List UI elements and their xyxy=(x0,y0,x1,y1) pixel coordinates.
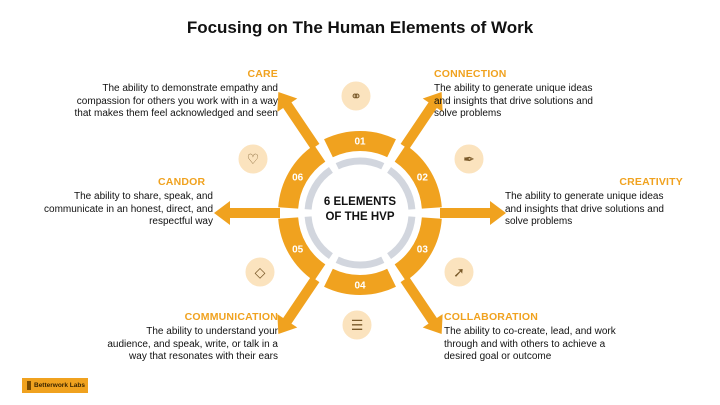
svg-text:⚭: ⚭ xyxy=(350,89,362,105)
center-label-line1: 6 ELEMENTS xyxy=(324,196,397,208)
handshake-icon: ⚭ xyxy=(341,81,371,111)
page-title: Focusing on The Human Elements of Work xyxy=(186,18,534,37)
segment-number: 03 xyxy=(417,245,429,256)
logo-text: Betterwork Labs xyxy=(34,382,85,389)
svg-text:✒: ✒ xyxy=(463,152,475,168)
wheel-segment xyxy=(394,145,442,209)
segment-number: 05 xyxy=(292,245,304,256)
arrow-shape xyxy=(400,276,443,335)
segment-number: 06 xyxy=(292,173,304,184)
desc-line: The ability to generate unique ideas xyxy=(434,83,593,94)
inner-ring-arc xyxy=(386,166,416,210)
desc-line: The ability to understand your xyxy=(146,326,278,337)
desc-line: through and with others to achieve a xyxy=(444,338,606,350)
heading-communication: COMMUNICATION xyxy=(184,311,278,323)
arrow-shape xyxy=(440,201,506,225)
arrow-shape xyxy=(214,201,280,225)
logo-mark-icon xyxy=(27,381,31,390)
wheel-segment xyxy=(278,145,326,209)
heading-creativity: CREATIVITY xyxy=(619,176,683,188)
inner-ring-arc xyxy=(335,157,385,170)
center-label-line2: OF THE HVP xyxy=(325,211,394,223)
hearts-icon: ♡ xyxy=(238,144,268,174)
arrow-shape xyxy=(277,91,320,150)
chat-bubble-icon: ☰ xyxy=(342,310,372,340)
svg-text:➚: ➚ xyxy=(453,265,465,281)
segment-number: 02 xyxy=(417,173,429,184)
svg-text:◇: ◇ xyxy=(255,265,266,281)
segment-number: 01 xyxy=(354,137,366,148)
desc-line: audience, and speak, write, or talk in a xyxy=(107,338,278,350)
pen-nib-icon: ✒ xyxy=(454,144,484,174)
desc-communication: The ability to understand your audience,… xyxy=(70,326,278,364)
desc-line: The ability to generate unique ideas xyxy=(505,191,664,202)
rocket-icon: ➚ xyxy=(444,257,474,287)
desc-line: way that resonates with their ears xyxy=(129,351,278,362)
inner-ring-arc xyxy=(304,216,334,260)
heading-candor: CANDOR xyxy=(158,176,206,188)
desc-line: that makes them feel acknowledged and se… xyxy=(74,108,278,119)
desc-line: desired goal or outcome xyxy=(444,351,552,362)
inner-ring-arc xyxy=(304,166,334,210)
wheel-segment xyxy=(324,268,396,295)
desc-line: The ability to share, speak, and xyxy=(74,191,213,202)
wheel-segment xyxy=(278,217,326,281)
svg-text:☰: ☰ xyxy=(351,318,364,334)
wheel-segment xyxy=(324,131,396,158)
arrow-shape xyxy=(277,276,320,335)
heading-care: CARE xyxy=(247,68,278,80)
desc-line: solve problems xyxy=(434,108,502,119)
desc-candor: The ability to share, speak, and communi… xyxy=(20,191,213,229)
wheel-segment xyxy=(394,217,442,281)
diamond-icon: ◇ xyxy=(245,257,275,287)
segment-number: 04 xyxy=(354,281,366,292)
desc-line: compassion for others you work with in a… xyxy=(76,95,278,107)
desc-line: The ability to co-create, lead, and work xyxy=(444,326,616,337)
company-logo: Betterwork Labs xyxy=(22,378,88,393)
desc-connection: The ability to generate unique ideas and… xyxy=(434,83,593,121)
arrow-shape xyxy=(400,91,443,150)
desc-creativity: The ability to generate unique ideas and… xyxy=(505,191,664,229)
svg-text:♡: ♡ xyxy=(247,152,260,168)
desc-line: solve problems xyxy=(505,216,573,227)
desc-line: respectful way xyxy=(149,216,213,227)
desc-line: and insights that drive solutions and xyxy=(434,95,593,107)
inner-ring-arc xyxy=(335,256,385,269)
desc-collaboration: The ability to co-create, lead, and work… xyxy=(444,326,616,364)
desc-line: The ability to demonstrate empathy and xyxy=(102,83,278,94)
inner-ring-arc xyxy=(386,216,416,260)
desc-line: communicate in an honest, direct, and xyxy=(44,203,213,215)
desc-line: and insights that drive solutions and xyxy=(505,203,664,215)
heading-connection: CONNECTION xyxy=(434,68,507,80)
heading-collaboration: COLLABORATION xyxy=(444,311,538,323)
desc-care: The ability to demonstrate empathy and c… xyxy=(40,83,278,121)
